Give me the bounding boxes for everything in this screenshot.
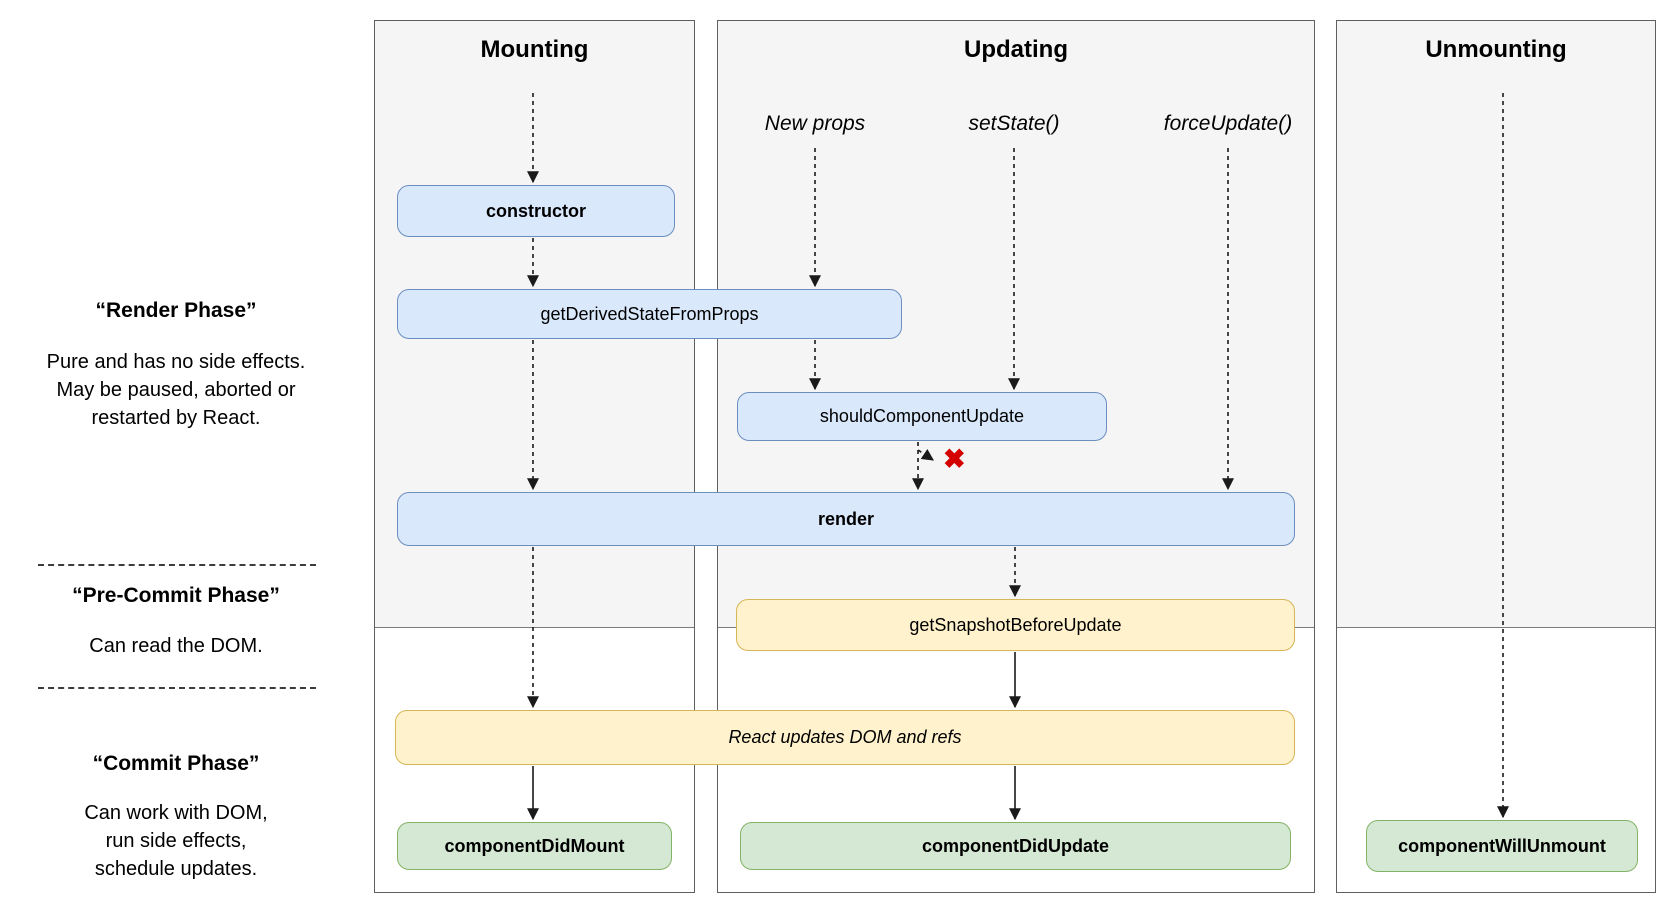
phase-divider [38, 564, 316, 566]
phase-commit: “Commit Phase” Can work with DOM, run si… [20, 752, 332, 883]
column-unmounting: Unmounting [1336, 20, 1656, 893]
node-render: render [397, 492, 1295, 546]
trigger-forceupdate: forceUpdate() [1163, 112, 1293, 135]
node-shouldcomponentupdate: shouldComponentUpdate [737, 392, 1107, 441]
phase-render: “Render Phase” Pure and has no side effe… [20, 299, 332, 432]
phase-render-line: restarted by React. [91, 407, 261, 429]
node-componentwillunmount: componentWillUnmount [1366, 820, 1638, 872]
update-blocked-x-icon: ✖ [943, 444, 966, 474]
phase-commit-line: schedule updates. [94, 858, 258, 880]
phase-pre-commit-line: Can read the DOM. [89, 635, 263, 657]
column-mounting-title: Mounting [480, 36, 589, 63]
phase-commit-line: Can work with DOM, [84, 802, 268, 824]
phase-render-title: “Render Phase” [95, 299, 257, 322]
phase-pre-commit-title: “Pre-Commit Phase” [72, 584, 280, 607]
phase-render-line: Pure and has no side effects. [46, 351, 306, 373]
phase-commit-title: “Commit Phase” [92, 752, 260, 775]
phase-pre-commit: “Pre-Commit Phase” Can read the DOM. [20, 584, 332, 660]
column-unmounting-title: Unmounting [1425, 36, 1567, 63]
trigger-new-props: New props [764, 112, 866, 135]
node-getsnapshotbeforeupdate: getSnapshotBeforeUpdate [736, 599, 1295, 651]
render-phase-background [1337, 21, 1655, 628]
node-componentdidupdate: componentDidUpdate [740, 822, 1291, 870]
phase-commit-line: run side effects, [105, 830, 247, 852]
column-updating-title: Updating [964, 36, 1068, 63]
node-componentdidmount: componentDidMount [397, 822, 672, 870]
node-constructor: constructor [397, 185, 675, 237]
trigger-setstate: setState() [968, 112, 1060, 135]
node-react-updates-dom: React updates DOM and refs [395, 710, 1295, 765]
phase-divider [38, 687, 316, 689]
phase-render-line: May be paused, aborted or [56, 379, 296, 401]
node-getderivedstatefromprops: getDerivedStateFromProps [397, 289, 902, 339]
